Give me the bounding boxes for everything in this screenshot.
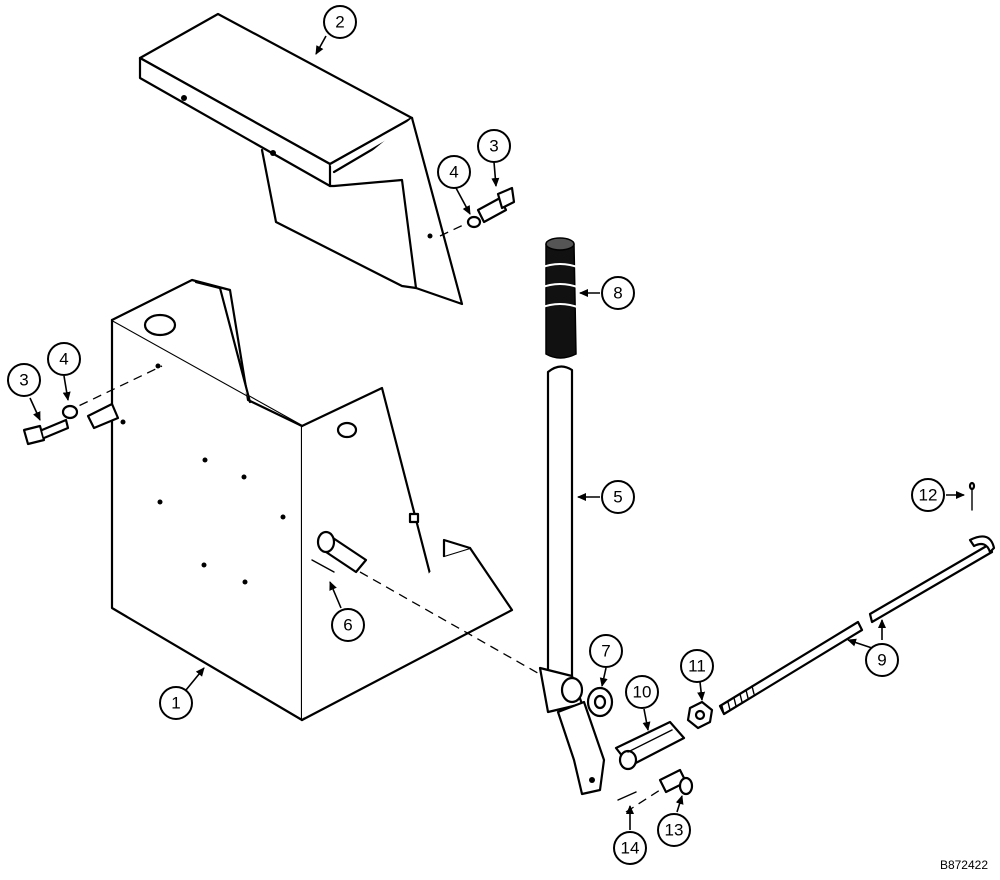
callout-3-top: 3	[477, 129, 511, 163]
callout-13: 13	[657, 813, 691, 847]
clevis-part	[614, 720, 686, 771]
callout-7: 7	[589, 634, 623, 668]
callout-13-label: 13	[665, 821, 684, 840]
callout-14: 14	[613, 831, 647, 865]
callout-7-label: 7	[601, 642, 610, 661]
pivot-pin-part	[311, 530, 368, 574]
washer-part	[586, 686, 614, 718]
nut-part	[686, 700, 714, 730]
callout-9: 9	[865, 643, 899, 677]
callout-5-label: 5	[613, 488, 622, 507]
callout-1-label: 1	[171, 694, 180, 713]
rod-part	[718, 535, 996, 716]
callout-8-label: 8	[613, 284, 622, 303]
callout-4-top-label: 4	[449, 163, 458, 182]
callout-4-top: 4	[437, 155, 471, 189]
top-cover-part	[138, 12, 464, 306]
callout-8: 8	[601, 276, 635, 310]
callout-4-left: 4	[47, 342, 81, 376]
clevis-pin-part	[658, 768, 694, 796]
callout-1: 1	[159, 686, 193, 720]
grip-part	[539, 237, 581, 359]
callout-2: 2	[323, 5, 357, 39]
callout-4-left-label: 4	[59, 350, 68, 369]
callout-12: 12	[911, 478, 945, 512]
callout-5: 5	[601, 480, 635, 514]
bolt-top-part	[466, 186, 516, 229]
callout-3-left-label: 3	[19, 371, 28, 390]
bracket-part	[86, 278, 514, 722]
small-cotter-pin-part	[617, 791, 637, 801]
callout-14-label: 14	[621, 839, 640, 858]
lever-part	[538, 365, 606, 796]
callout-12-label: 12	[919, 486, 938, 505]
callout-10: 10	[625, 675, 659, 709]
callout-6: 6	[331, 608, 365, 642]
figure-code: B872422	[939, 858, 988, 872]
cotter-pin-part	[968, 481, 976, 511]
bolt-left-part	[22, 404, 79, 446]
callout-11: 11	[680, 649, 714, 683]
callout-11-label: 11	[688, 657, 706, 676]
callout-3-left: 3	[7, 363, 41, 397]
callout-9-label: 9	[877, 651, 886, 670]
callout-3-top-label: 3	[489, 137, 498, 156]
callout-10-label: 10	[633, 683, 652, 702]
callout-6-label: 6	[343, 616, 352, 635]
callout-2-label: 2	[335, 13, 344, 32]
